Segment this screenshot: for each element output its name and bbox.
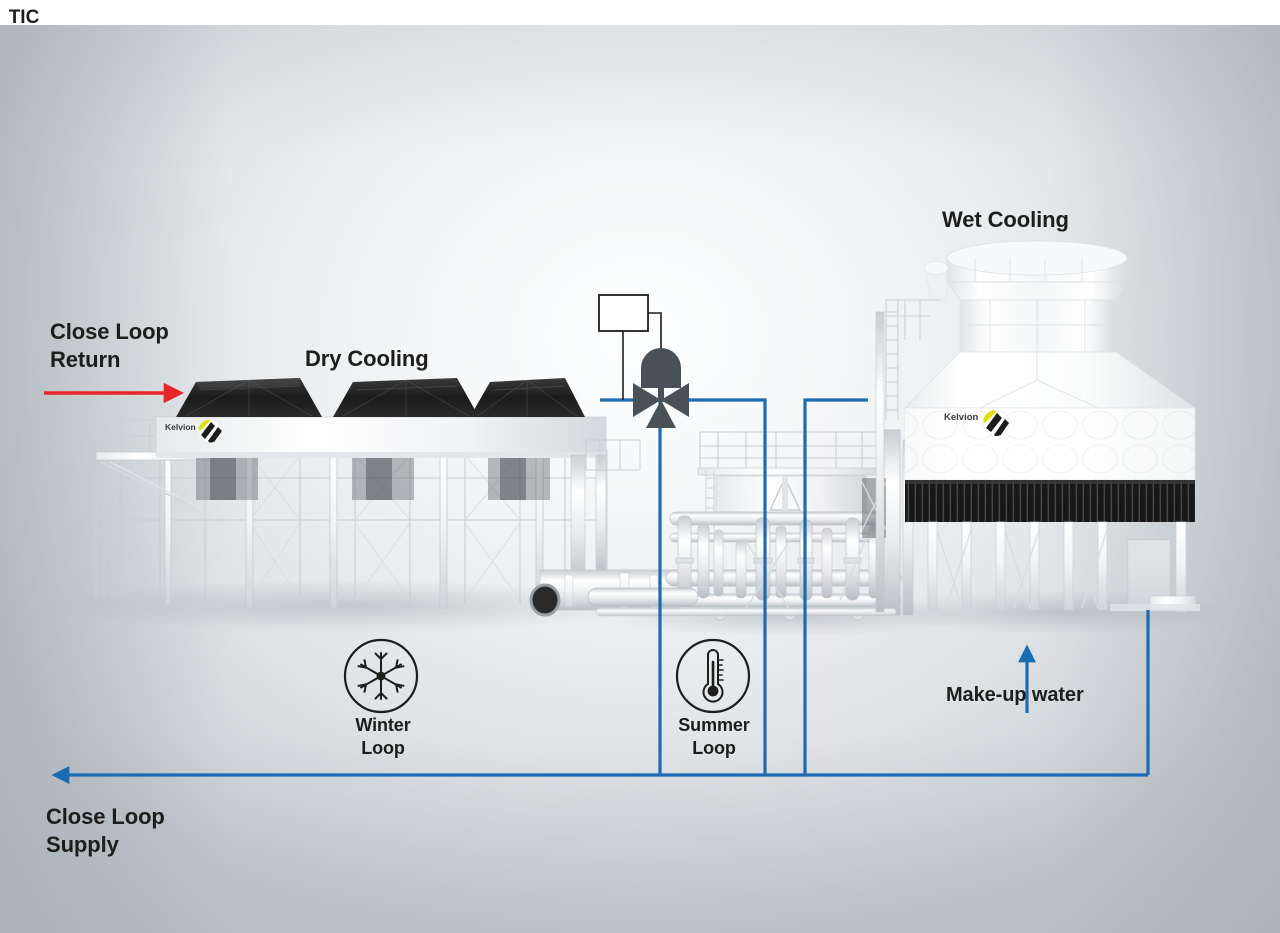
wet-cooling-tower: Kelvion: [875, 240, 1200, 613]
svg-text:Kelvion: Kelvion: [944, 412, 979, 423]
summer-loop-icon: [675, 638, 751, 714]
skid-railing: [699, 431, 881, 471]
tower-fan-stack: [923, 240, 1129, 353]
kelvion-logo-dry: Kelvion: [165, 419, 222, 443]
label-makeup-water: Make-up water: [946, 684, 1084, 706]
label-wet-cooling: Wet Cooling: [942, 207, 1069, 232]
tic-controller-group[interactable]: [598, 294, 662, 400]
tic-signal-line-actuator: [648, 312, 662, 360]
label-dry-cooling: Dry Cooling: [305, 346, 429, 371]
tower-access-structure: [885, 299, 940, 420]
tic-box: [598, 294, 649, 332]
label-tic: TIC: [8, 6, 40, 28]
label-close-loop-return: Close Loop Return: [50, 319, 169, 372]
svg-text:Kelvion: Kelvion: [165, 422, 196, 432]
thermometer-icon: [702, 649, 724, 703]
label-summer-loop: Summer Loop: [678, 715, 750, 758]
label-winter-loop: Winter Loop: [355, 715, 411, 758]
blue-piping-network: [51, 398, 1150, 784]
dry-cooler-fan-hoods: [176, 378, 585, 417]
dry-cooling-unit: Kelvion: [95, 378, 681, 617]
three-way-control-valve[interactable]: [633, 348, 689, 428]
pump-heat-exchanger-skid: [587, 429, 914, 621]
snowflake-icon: [357, 652, 405, 700]
summer-loop-branch: [678, 398, 767, 775]
dry-cooler-body: [155, 416, 607, 456]
winter-loop-icon: [343, 638, 419, 714]
tower-support-columns: [927, 521, 1200, 613]
wet-tower-branch: [803, 398, 868, 775]
label-close-loop-supply: Close Loop Supply: [46, 804, 165, 857]
